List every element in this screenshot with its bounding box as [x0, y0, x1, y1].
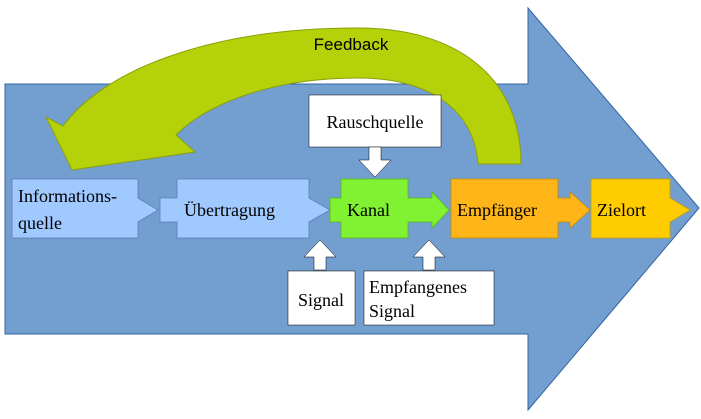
- receiver-label: Empfänger: [457, 200, 537, 220]
- transmission-label: Übertragung: [184, 200, 275, 220]
- receiver-node: [450, 178, 591, 239]
- noise-down-arrow: [358, 146, 392, 178]
- feedback-arrow: [44, 27, 522, 171]
- destination-node: [590, 178, 691, 239]
- signal-up-arrow: [303, 239, 337, 271]
- received-signal-label-line2: Signal: [369, 301, 415, 321]
- noise-source-label: Rauschquelle: [327, 112, 424, 132]
- signal-box: [287, 270, 356, 326]
- destination-label: Zielort: [597, 200, 646, 220]
- transmission-node: [159, 178, 331, 239]
- information-source-label-line2: quelle: [18, 213, 62, 233]
- information-source-label-line1: Informations-: [18, 186, 117, 206]
- channel-node: [329, 178, 450, 239]
- information-source-node: [11, 178, 159, 239]
- signal-label: Signal: [298, 290, 344, 310]
- received-signal-box: [363, 270, 495, 326]
- feedback-label: Feedback: [314, 35, 389, 54]
- noise-source-box: [308, 94, 442, 148]
- received-signal-up-arrow: [412, 239, 446, 271]
- channel-label: Kanal: [347, 200, 390, 220]
- received-signal-label-line1: Empfangenes: [369, 277, 467, 297]
